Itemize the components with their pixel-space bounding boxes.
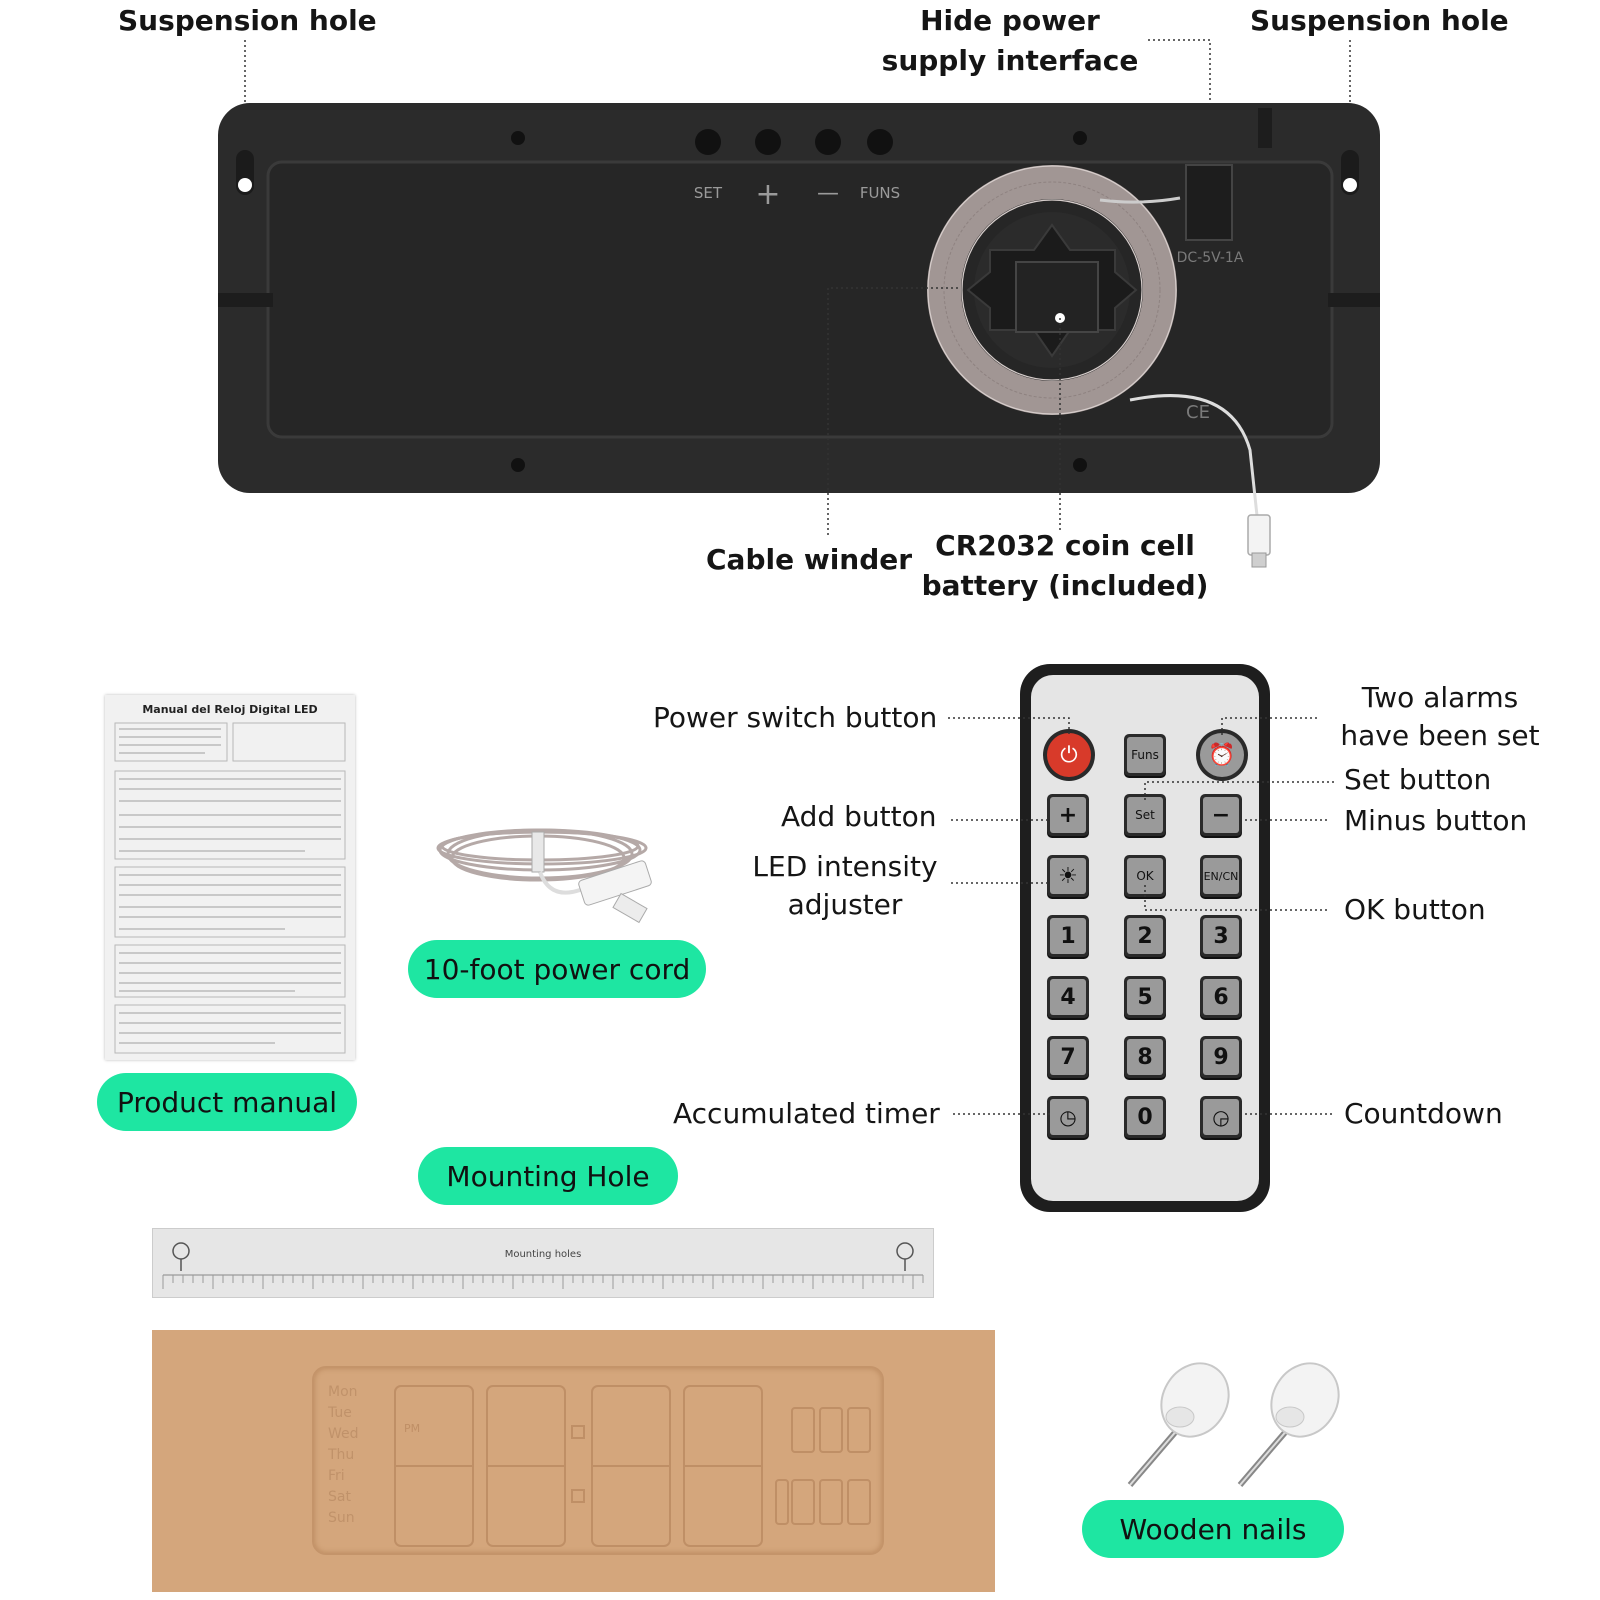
display-segments xyxy=(394,1385,871,1547)
remote-digit-0[interactable]: 0 xyxy=(1124,1096,1166,1138)
label-suspension-hole-left: Suspension hole xyxy=(118,4,377,37)
device-power-rating: DC-5V-1A xyxy=(1177,250,1244,266)
device-label-minus: — xyxy=(817,181,839,206)
label-led-line2: adjuster xyxy=(787,888,903,921)
wooden-nails-image xyxy=(1127,1362,1340,1487)
remote-digit-4[interactable]: 4 xyxy=(1047,976,1089,1018)
stopwatch-icon: ◷ xyxy=(1059,1105,1077,1129)
countdown-icon: ◶ xyxy=(1212,1105,1230,1129)
battery-compartment xyxy=(1015,261,1099,333)
device-ce-mark: CE xyxy=(1186,402,1210,423)
pill-mounting-hole: Mounting Hole xyxy=(418,1147,678,1205)
power-icon: ⏻ xyxy=(1060,742,1078,768)
device-label-plus: + xyxy=(755,177,780,212)
remote-ok-button[interactable]: OK xyxy=(1124,855,1166,897)
product-manual-sheet: Manual del Reloj Digital LED xyxy=(105,695,355,1060)
label-minus-button: Minus button xyxy=(1344,804,1528,837)
display-day: Tue xyxy=(328,1405,352,1421)
remote-set-button[interactable]: Set xyxy=(1124,794,1166,836)
mounting-template: Mounting holes xyxy=(152,1228,934,1298)
mounting-template-title: Mounting holes xyxy=(504,1249,582,1260)
brightness-icon: ☀ xyxy=(1058,863,1078,889)
remote-power-button[interactable]: ⏻ xyxy=(1047,733,1091,777)
suspension-hole-left xyxy=(238,178,252,192)
remote-digit-9[interactable]: 9 xyxy=(1200,1036,1242,1078)
remote-digit-2[interactable]: 2 xyxy=(1124,915,1166,957)
remote-led-button[interactable]: ☀ xyxy=(1047,855,1089,897)
remote-digit-1[interactable]: 1 xyxy=(1047,915,1089,957)
remote-alarm-button[interactable]: ⏰ xyxy=(1200,733,1244,777)
cable-winder xyxy=(927,165,1271,568)
pill-power-cord: 10-foot power cord xyxy=(408,940,706,998)
display-day: Wed xyxy=(328,1426,359,1442)
remote-funs-button[interactable]: Funs xyxy=(1124,734,1166,776)
label-suspension-hole-right: Suspension hole xyxy=(1250,4,1509,37)
label-two-alarms-line2: have been set xyxy=(1340,719,1540,752)
clock-back-diagram: SET + — FUNS DC-5V-1A CE xyxy=(218,39,1380,568)
label-battery-line2: battery (included) xyxy=(921,569,1209,602)
display-pm: PM xyxy=(404,1422,421,1435)
display-day: Mon xyxy=(328,1384,358,1400)
power-cord-image xyxy=(436,828,652,924)
label-battery-line1: CR2032 coin cell xyxy=(935,529,1195,562)
remote-digit-6[interactable]: 6 xyxy=(1200,976,1242,1018)
label-two-alarms-line1: Two alarms xyxy=(1361,681,1519,714)
pill-wooden-nails: Wooden nails xyxy=(1082,1500,1344,1558)
power-interface xyxy=(1185,164,1233,241)
label-set-button: Set button xyxy=(1344,763,1492,796)
label-accumulated-timer: Accumulated timer xyxy=(673,1097,940,1130)
remote-countdown-button[interactable]: ◶ xyxy=(1200,1096,1242,1138)
remote-add-button[interactable]: + xyxy=(1047,794,1089,836)
label-power-switch: Power switch button xyxy=(653,701,938,734)
label-add-button: Add button xyxy=(781,800,937,833)
suspension-hole-right xyxy=(1343,178,1357,192)
remote-leader-lines xyxy=(948,717,1335,1115)
pill-product-manual: Product manual xyxy=(97,1073,357,1131)
display-day: Thu xyxy=(328,1447,355,1463)
device-label-funs: FUNS xyxy=(860,184,900,202)
display-days: Mon Tue Wed Thu Fri Sat Sun xyxy=(328,1382,359,1529)
label-countdown: Countdown xyxy=(1344,1097,1503,1130)
remote-digit-7[interactable]: 7 xyxy=(1047,1036,1089,1078)
display-day: Fri xyxy=(328,1468,345,1484)
remote-digit-3[interactable]: 3 xyxy=(1200,915,1242,957)
manual-title: Manual del Reloj Digital LED xyxy=(142,703,318,716)
display-panel: PM Mon Tue Wed Thu Fri Sat Sun xyxy=(152,1330,995,1592)
remote-digit-5[interactable]: 5 xyxy=(1124,976,1166,1018)
label-cable-winder: Cable winder xyxy=(706,543,913,576)
remote-minus-button[interactable]: − xyxy=(1200,794,1242,836)
label-ok-button: OK button xyxy=(1344,893,1486,926)
label-hide-power-line2: supply interface xyxy=(881,44,1139,77)
usb-plug xyxy=(1247,514,1271,556)
device-label-set: SET xyxy=(694,184,723,202)
remote-digit-8[interactable]: 8 xyxy=(1124,1036,1166,1078)
remote-en-cn-button[interactable]: EN/CN xyxy=(1200,855,1242,897)
label-led-line1: LED intensity xyxy=(752,850,938,883)
manual-content xyxy=(114,722,346,1054)
display-day: Sat xyxy=(328,1489,351,1505)
remote-accumulated-timer-button[interactable]: ◷ xyxy=(1047,1096,1089,1138)
alarm-icon: ⏰ xyxy=(1208,742,1236,768)
label-hide-power-line1: Hide power xyxy=(920,4,1100,37)
display-day: Sun xyxy=(328,1510,355,1526)
